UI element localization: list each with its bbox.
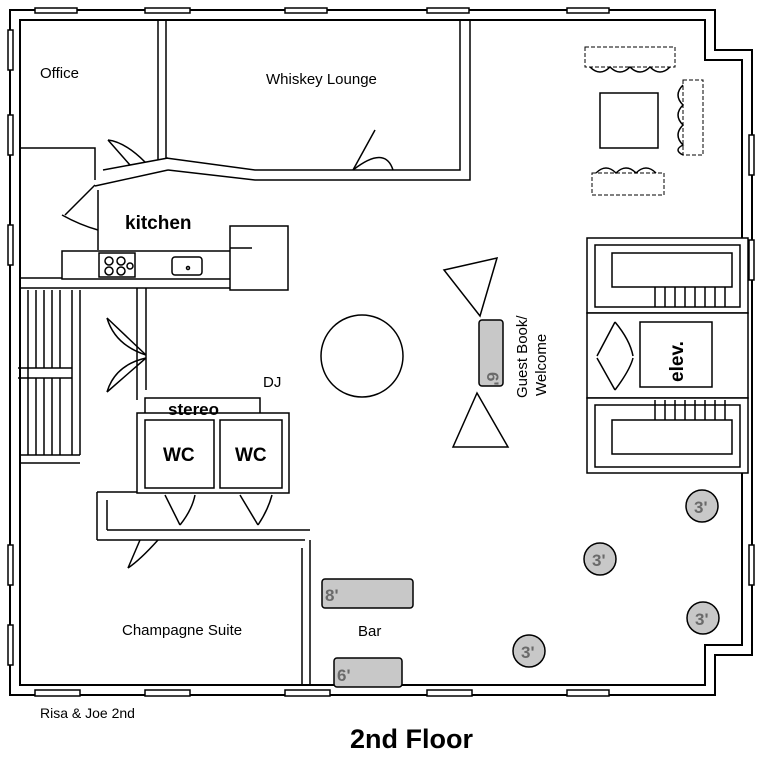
- guest-book-table-size: 6': [483, 372, 502, 386]
- elevator-label: elev.: [667, 341, 688, 382]
- bar-table-upper-size: 8': [325, 586, 339, 605]
- whiskey-lounge-label: Whiskey Lounge: [266, 71, 377, 88]
- guest-book-label-line2: Welcome: [533, 334, 550, 396]
- guest-book-triangle-bottom: [451, 391, 510, 448]
- round-feature: [320, 314, 404, 398]
- plan-title: 2nd Floor: [350, 724, 473, 754]
- guest-book-table: [478, 319, 504, 387]
- round-table-2-size: 3': [592, 551, 606, 570]
- wc-block: [136, 397, 290, 526]
- wc-1-label: WC: [163, 445, 195, 466]
- left-stairs: [18, 288, 147, 455]
- round-table-4: [512, 634, 546, 668]
- right-stairs-elevator: [586, 237, 749, 474]
- round-table-2: [583, 542, 617, 576]
- round-table-3-size: 3': [695, 610, 709, 629]
- dj-label: DJ: [263, 374, 281, 391]
- bar-table-upper: [321, 578, 414, 609]
- kitchen-counters: [20, 225, 289, 291]
- bar-table-lower-size: 6': [337, 666, 351, 685]
- champagne-suite-label: Champagne Suite: [122, 622, 242, 639]
- guest-book-triangle-top: [442, 256, 499, 318]
- plan-caption: Risa & Joe 2nd: [40, 705, 135, 721]
- office-walls: [20, 139, 169, 250]
- round-table-1-size: 3': [694, 498, 708, 517]
- exterior-windows: [7, 7, 755, 697]
- round-table-4-size: 3': [521, 643, 535, 662]
- champagne-suite-walls: [20, 454, 311, 685]
- whiskey-lounge-walls: [157, 20, 471, 181]
- office-label: Office: [40, 65, 79, 82]
- lounge-seating: [584, 46, 704, 196]
- guest-book-label-line1: Guest Book/: [514, 315, 531, 398]
- kitchen-label: kitchen: [125, 213, 192, 234]
- round-table-3: [686, 601, 720, 635]
- wc-2-label: WC: [235, 445, 267, 466]
- bar-label: Bar: [358, 623, 381, 640]
- round-table-1: [685, 489, 719, 523]
- stereo-label: stereo: [168, 400, 219, 419]
- left-hall-door: [106, 317, 147, 393]
- bar-table-lower: [333, 657, 403, 688]
